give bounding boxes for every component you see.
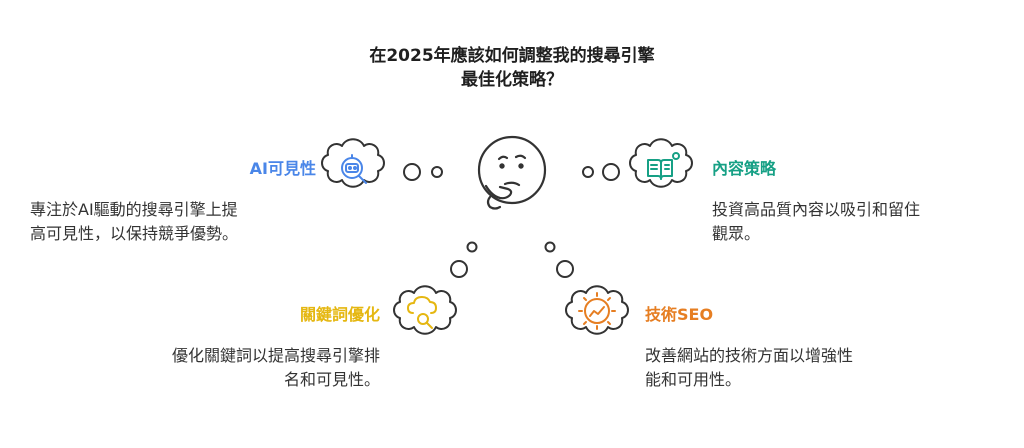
technical-seo-description: 改善網站的技術方面以增強性 能和可用性。 [645, 344, 965, 392]
dot-ai-large [403, 163, 421, 181]
dot-ai-small [431, 166, 443, 178]
cloud-content [629, 138, 693, 188]
ai-visibility-heading: AI可見性 [249, 159, 316, 178]
content-strategy-desc-line-1: 投資高品質內容以吸引和留住 [712, 200, 921, 219]
keyword-optimization-description: 優化關鍵詞以提高搜尋引擎排 名和可見性。 [60, 344, 380, 392]
technical-seo-heading: 技術SEO [645, 305, 714, 324]
robot-search-icon [341, 154, 367, 184]
technical-seo-desc-line-2: 能和可用性。 [645, 370, 742, 389]
keyword-optimization-desc-line-1: 優化關鍵詞以提高搜尋引擎排 [171, 346, 380, 365]
title-line-2: 最佳化策略？ [461, 70, 563, 90]
keyword-optimization-desc-line-2: 名和可見性。 [283, 370, 380, 389]
ai-visibility-desc-line-2: 高可見性，以保持競爭優勢。 [30, 224, 239, 243]
cloud-technical [565, 285, 629, 335]
diagram-title: 在2025年應該如何調整我的搜尋引擎 最佳化策略？ [262, 44, 762, 92]
title-line-1: 在2025年應該如何調整我的搜尋引擎 [369, 46, 655, 66]
technical-seo-desc-line-1: 改善網站的技術方面以增強性 [645, 346, 854, 365]
thinking-face-icon [477, 135, 547, 210]
ai-visibility-description: 專注於AI驅動的搜尋引擎上提 高可見性，以保持競爭優勢。 [30, 198, 330, 246]
ai-visibility-desc-line-1: 專注於AI驅動的搜尋引擎上提 [30, 200, 238, 219]
thought-dots [403, 163, 620, 278]
dot-kw-small [466, 241, 478, 253]
cloud-keyword [393, 285, 457, 335]
dot-kw-large [450, 260, 468, 278]
dot-content-small [582, 166, 594, 178]
book-lightbulb-icon [647, 152, 680, 180]
gear-chart-icon [578, 292, 616, 330]
dot-content-large [602, 163, 620, 181]
cloud-search-icon [407, 296, 437, 329]
cloud-ai [321, 138, 385, 188]
content-strategy-description: 投資高品質內容以吸引和留住 觀眾。 [712, 198, 1012, 246]
dot-tech-small [544, 241, 556, 253]
keyword-optimization-heading: 關鍵詞優化 [299, 305, 380, 324]
dot-tech-large [556, 260, 574, 278]
content-strategy-desc-line-2: 觀眾。 [712, 224, 761, 243]
content-strategy-heading: 內容策略 [712, 159, 777, 178]
